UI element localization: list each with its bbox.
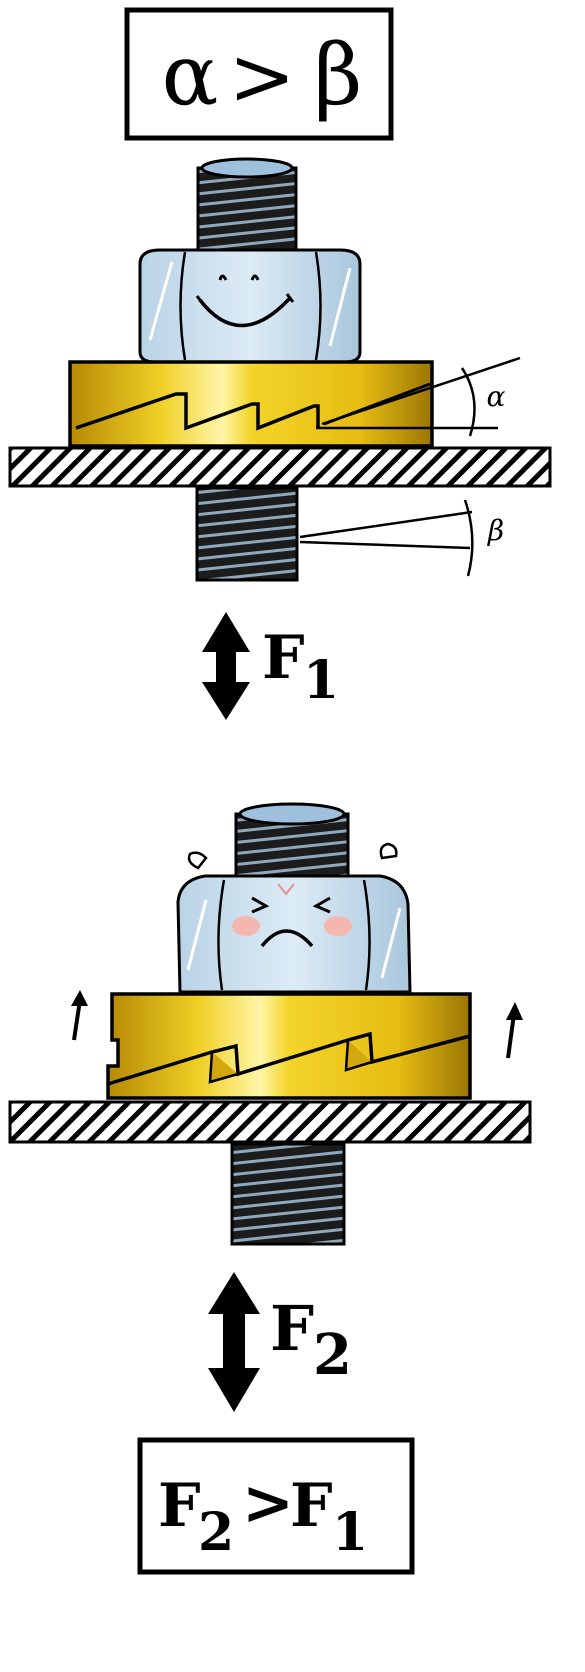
force-f2-subscript: 2	[313, 1322, 352, 1388]
clamped-plate-bottom	[8, 1100, 532, 1144]
pained-face-icon	[232, 883, 352, 948]
beta-angle-label: β	[487, 514, 504, 547]
wedge-washer-top	[68, 360, 498, 448]
double-arrow-icon	[208, 1272, 260, 1412]
alpha-angle-label: α	[487, 380, 506, 413]
top-formula-box: α > β	[124, 7, 394, 141]
alpha-symbol: α	[162, 26, 219, 124]
force-f1-subscript: 1	[303, 650, 339, 711]
happy-face-icon	[195, 274, 295, 328]
formula-f2-subscript: 2	[198, 1502, 234, 1563]
force-f1: F 1	[202, 612, 339, 720]
top-assembly: α β	[8, 157, 552, 582]
beta-angle-marker: β	[299, 499, 504, 577]
sweat-drop-left	[187, 851, 208, 870]
formula-f1-subscript: 1	[332, 1502, 368, 1563]
formula-f1-letter: F	[290, 1471, 333, 1541]
formula-greater-than: >	[242, 1466, 294, 1539]
force-f2: F 2	[208, 1272, 352, 1412]
bolt-top-lower	[234, 802, 350, 884]
clamped-plate-top	[8, 446, 552, 488]
wedge-washer-bottom	[106, 992, 472, 1100]
lift-arrow-right-icon	[506, 1002, 523, 1059]
beta-symbol: β	[314, 26, 363, 124]
double-arrow-icon	[202, 612, 250, 720]
bottom-formula-box: F 2 > F 1	[137, 1437, 415, 1575]
alpha-angle-marker: α	[321, 356, 521, 437]
greater-than-symbol: >	[228, 30, 295, 123]
force-f2-letter: F	[270, 1292, 314, 1365]
sweat-drop-right	[379, 842, 398, 860]
bottom-assembly	[8, 802, 532, 1246]
formula-f2-letter: F	[158, 1471, 201, 1541]
force-f1-letter: F	[262, 623, 305, 693]
happy-nut	[138, 248, 362, 364]
lift-arrow-left-icon	[71, 990, 88, 1041]
bolt-shank-bottom	[230, 1142, 346, 1246]
distressed-nut	[176, 874, 412, 994]
bolt-shank-top	[195, 486, 299, 582]
